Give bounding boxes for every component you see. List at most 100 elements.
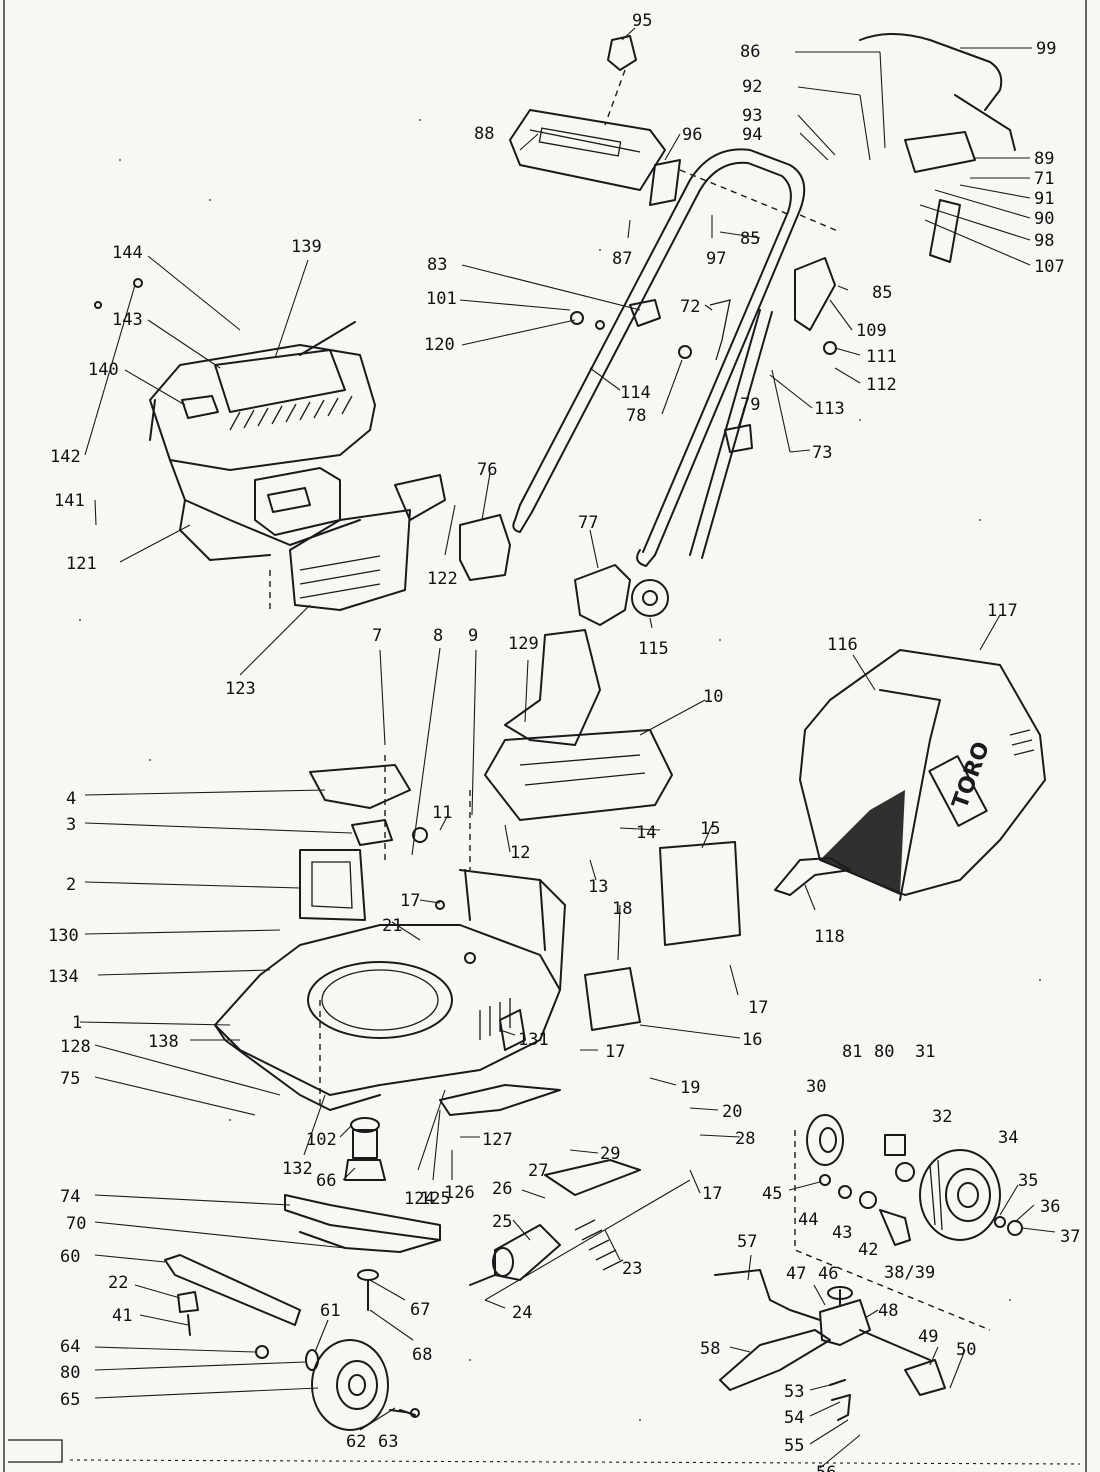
part-label-122: 122 bbox=[427, 569, 458, 589]
part-label-125: 125 bbox=[420, 1189, 451, 1209]
part-label-113: 113 bbox=[814, 399, 845, 419]
part-label-75: 75 bbox=[60, 1069, 80, 1089]
part-label-107: 107 bbox=[1034, 257, 1065, 277]
mower-deck bbox=[214, 629, 741, 1111]
part-label-81: 81 bbox=[842, 1042, 862, 1062]
part-label-43: 43 bbox=[832, 1223, 852, 1243]
part-label-123: 123 bbox=[225, 679, 256, 699]
part-label-88: 88 bbox=[474, 124, 494, 144]
blade-assembly bbox=[284, 1084, 691, 1311]
part-label-91: 91 bbox=[1034, 189, 1054, 209]
part-label-128: 128 bbox=[60, 1037, 91, 1057]
part-label-46: 46 bbox=[818, 1264, 838, 1284]
part-label-95: 95 bbox=[632, 11, 652, 31]
part-label-97: 97 bbox=[706, 249, 726, 269]
part-label-23: 23 bbox=[622, 1259, 642, 1279]
part-label-99: 99 bbox=[1036, 39, 1056, 59]
part-label-42: 42 bbox=[858, 1240, 878, 1260]
part-label-101: 101 bbox=[426, 289, 457, 309]
part-label-114: 114 bbox=[620, 383, 651, 403]
part-label-98: 98 bbox=[1034, 231, 1054, 251]
part-label-49: 49 bbox=[918, 1327, 938, 1347]
part-label-85b: 85 bbox=[872, 283, 892, 303]
part-label-29: 29 bbox=[600, 1144, 620, 1164]
part-label-73: 73 bbox=[812, 443, 832, 463]
part-label-24: 24 bbox=[512, 1303, 532, 1323]
part-label-64: 64 bbox=[60, 1337, 80, 1357]
part-label-134: 134 bbox=[48, 967, 79, 987]
part-label-92: 92 bbox=[742, 77, 762, 97]
part-label-9: 9 bbox=[468, 626, 478, 646]
front-wheel-assembly bbox=[164, 1254, 420, 1431]
part-label-76: 76 bbox=[477, 460, 497, 480]
part-label-118: 118 bbox=[814, 927, 845, 947]
part-label-130: 130 bbox=[48, 926, 79, 946]
part-label-71: 71 bbox=[1034, 169, 1054, 189]
part-label-7: 7 bbox=[372, 626, 382, 646]
part-label-132: 132 bbox=[282, 1159, 313, 1179]
part-label-54: 54 bbox=[784, 1408, 804, 1428]
part-label-142: 142 bbox=[50, 447, 81, 467]
part-label-19: 19 bbox=[680, 1078, 700, 1098]
part-label-127: 127 bbox=[482, 1130, 513, 1150]
part-label-66: 66 bbox=[316, 1171, 336, 1191]
part-label-96: 96 bbox=[682, 125, 702, 145]
part-label-65: 65 bbox=[60, 1390, 80, 1410]
part-label-102: 102 bbox=[306, 1130, 337, 1150]
part-label-140: 140 bbox=[88, 360, 119, 380]
part-label-79: 79 bbox=[740, 395, 760, 415]
part-label-27: 27 bbox=[528, 1161, 548, 1181]
part-label-13: 13 bbox=[588, 877, 608, 897]
part-label-16: 16 bbox=[742, 1030, 762, 1050]
part-label-80a: 80 bbox=[874, 1042, 894, 1062]
part-label-44: 44 bbox=[798, 1210, 818, 1230]
part-label-17d: 17 bbox=[702, 1184, 722, 1204]
part-label-80b: 80 bbox=[60, 1363, 80, 1383]
part-label-85a: 85 bbox=[740, 229, 760, 249]
filter-parts bbox=[574, 564, 669, 626]
part-label-83: 83 bbox=[427, 255, 447, 275]
part-label-138: 138 bbox=[148, 1032, 179, 1052]
handle-assembly bbox=[509, 33, 1016, 567]
part-label-38-39: 38/39 bbox=[884, 1263, 935, 1283]
part-label-109: 109 bbox=[856, 321, 887, 341]
part-label-55: 55 bbox=[784, 1436, 804, 1456]
engine-assembly bbox=[94, 278, 511, 611]
brand-mark-text: TORO bbox=[948, 739, 995, 813]
part-label-143: 143 bbox=[112, 310, 143, 330]
part-label-11: 11 bbox=[432, 803, 452, 823]
part-label-61: 61 bbox=[320, 1301, 340, 1321]
part-label-68: 68 bbox=[412, 1345, 432, 1365]
part-label-34: 34 bbox=[998, 1128, 1018, 1148]
part-label-45: 45 bbox=[762, 1184, 782, 1204]
part-label-78: 78 bbox=[626, 406, 646, 426]
part-label-74: 74 bbox=[60, 1187, 80, 1207]
part-label-121: 121 bbox=[66, 554, 97, 574]
part-label-56: 56 bbox=[816, 1463, 836, 1472]
part-label-63: 63 bbox=[378, 1432, 398, 1452]
part-label-17c: 17 bbox=[605, 1042, 625, 1062]
part-label-31: 31 bbox=[915, 1042, 935, 1062]
part-label-14: 14 bbox=[636, 823, 656, 843]
part-label-112: 112 bbox=[866, 375, 897, 395]
part-label-60a: 60 bbox=[60, 1247, 80, 1267]
part-label-22: 22 bbox=[108, 1273, 128, 1293]
part-label-77: 77 bbox=[578, 513, 598, 533]
part-label-126: 126 bbox=[444, 1183, 475, 1203]
part-label-86: 86 bbox=[740, 42, 760, 62]
part-label-58: 58 bbox=[700, 1339, 720, 1359]
part-label-50: 50 bbox=[956, 1340, 976, 1360]
part-label-129: 129 bbox=[508, 634, 539, 654]
part-label-3: 3 bbox=[66, 815, 76, 835]
part-label-117: 117 bbox=[987, 601, 1018, 621]
part-label-17a: 17 bbox=[400, 891, 420, 911]
page-frame bbox=[3, 0, 1087, 1472]
rear-wheel-assembly bbox=[714, 1114, 1023, 1421]
part-label-28: 28 bbox=[735, 1129, 755, 1149]
part-label-21: 21 bbox=[382, 916, 402, 936]
part-label-72: 72 bbox=[680, 297, 700, 317]
part-label-116: 116 bbox=[827, 635, 858, 655]
